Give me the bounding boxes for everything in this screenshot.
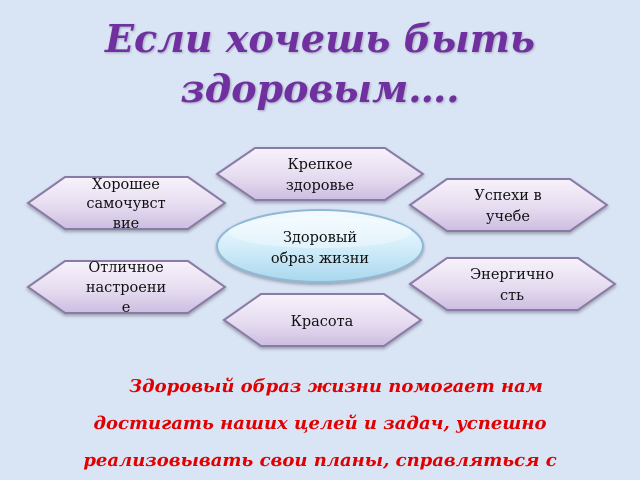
node-good-feeling-line-2: самочувст	[86, 196, 165, 212]
node-beauty: Красота	[222, 293, 423, 347]
node-great-mood-line-2: настроени	[86, 280, 166, 296]
node-great-mood: Отличное настроени е	[26, 260, 227, 316]
slide-title-line-2: здоровым….	[180, 66, 460, 111]
node-study-success-line-2: учебе	[486, 209, 530, 225]
node-study-success-line-1: Успехи в	[474, 188, 541, 204]
node-good-feeling-line-3: вие	[113, 216, 139, 232]
node-good-feeling-line-1: Хорошее	[92, 177, 160, 193]
summary-line-1: Здоровый образ жизни помогает нам	[129, 376, 543, 397]
node-study-success: Успехи в учебе	[408, 178, 609, 232]
slide-title-line-1: Если хочешь быть	[104, 16, 535, 61]
summary-text: Здоровый образ жизни помогает нам достиг…	[20, 368, 620, 479]
slide-title: Если хочешь быть здоровым….	[0, 14, 640, 114]
center-healthy-lifestyle: Здоровый образ жизни	[216, 209, 424, 283]
node-great-mood-line-3: е	[122, 300, 131, 316]
summary-line-3: реализовывать свои планы, справляться с	[83, 450, 557, 471]
center-line-1: Здоровый	[283, 230, 357, 246]
center-line-2: образ жизни	[271, 251, 369, 267]
node-beauty-line-1: Красота	[291, 314, 354, 330]
node-great-mood-line-1: Отличное	[88, 260, 163, 276]
summary-line-2: достигать наших целей и задач, успешно	[93, 413, 547, 434]
node-strong-health: Крепкое здоровье	[215, 147, 425, 201]
node-energy: Энергично сть	[408, 257, 617, 311]
health-diagram: Крепкое здоровье Хорошее самочувст вие У…	[26, 147, 617, 347]
node-energy-line-1: Энергично	[470, 267, 554, 283]
node-energy-line-2: сть	[500, 288, 524, 304]
node-strong-health-line-1: Крепкое	[287, 157, 352, 173]
node-strong-health-line-2: здоровье	[286, 178, 354, 194]
node-good-feeling: Хорошее самочувст вие	[26, 176, 227, 232]
